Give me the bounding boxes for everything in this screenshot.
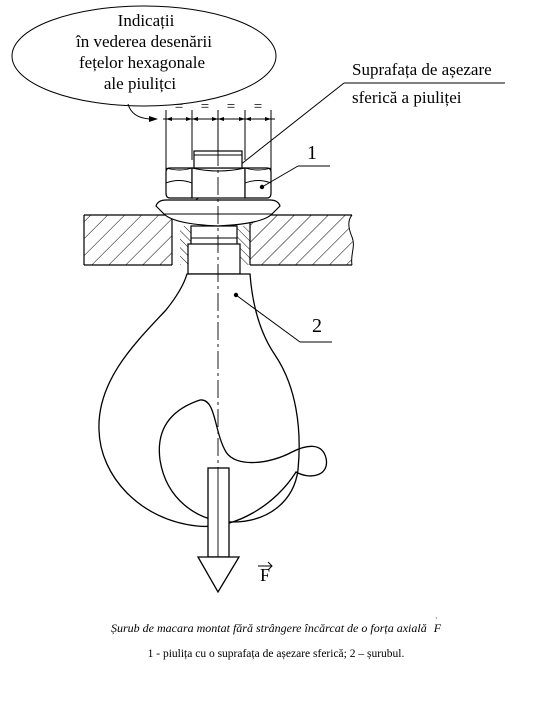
callout-line-2: în vederea desenării (75, 32, 212, 51)
caption-title: Șurub de macara montat fără strângere în… (110, 621, 427, 635)
callout-arrowhead (149, 116, 158, 122)
callout-bubble: Indicații în vederea desenării fețelor h… (11, 5, 277, 107)
caption-symbol: F ˙ (433, 616, 442, 635)
part-label-1: 1 (307, 142, 317, 164)
callout-line-3: fețelor hexagonale (79, 53, 205, 72)
surface-label-line-2: sferică a piuliței (352, 88, 462, 107)
caption-vector-mark: ˙ (434, 616, 438, 626)
dim-mark-1: = (175, 99, 183, 115)
hex-nut (165, 167, 272, 199)
dim-mark-2: = (201, 99, 209, 115)
part-label-2: 2 (312, 315, 322, 337)
callout-leader (127, 103, 151, 120)
leader-1 (261, 165, 299, 188)
dim-mark-3: = (227, 99, 235, 115)
dim-mark-4: = (254, 99, 262, 115)
leader-2 (235, 294, 301, 343)
surface-label-line-1: Suprafața de așezare (352, 60, 492, 79)
callout-line-1: Indicații (118, 11, 175, 30)
force-vector-arrow (258, 561, 273, 571)
bolt-shank (180, 225, 250, 275)
force-arrow (196, 467, 241, 594)
support-plate (83, 214, 354, 266)
figure-caption: Șurub de macara montat fără strângere în… (0, 616, 552, 636)
hook-body (98, 273, 328, 528)
figure-legend: 1 - piulița cu o suprafața de așezare sf… (147, 648, 405, 660)
force-label: F (260, 565, 270, 585)
callout-line-4: ale piulițci (104, 74, 177, 93)
